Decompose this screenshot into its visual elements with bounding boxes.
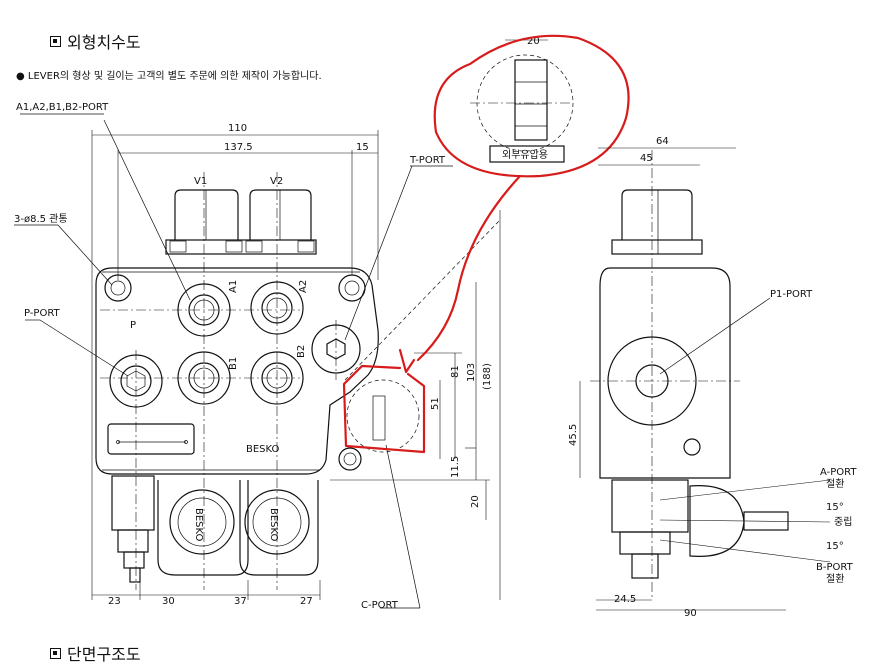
label-t-port: T-PORT bbox=[409, 155, 446, 166]
lever-note: ● LEVER의 형상 및 길이는 고객의 별도 주문에 의한 제작이 가능합니… bbox=[16, 71, 322, 82]
label-a2: A2 bbox=[298, 280, 309, 293]
label-angle-a: 15° bbox=[826, 502, 844, 513]
side-view: P1-PORT A-PORT 절환 15° 중립 15° B-PORT 절환 6… bbox=[568, 136, 857, 619]
label-c-port: C-PORT bbox=[361, 600, 399, 611]
red-arrow-annotation bbox=[398, 348, 416, 374]
dim-37: 37 bbox=[234, 596, 247, 607]
lever-cap-v2 bbox=[249, 189, 312, 240]
mount-hole-2 bbox=[338, 274, 366, 302]
external-drain-box bbox=[489, 145, 565, 163]
red-leader-annotation bbox=[416, 174, 522, 362]
section-title-text: 외형치수도 bbox=[67, 33, 141, 52]
dim-15: 15 bbox=[356, 142, 369, 153]
dim-110: 110 bbox=[228, 123, 247, 134]
section-title: 외형치수도 bbox=[50, 29, 141, 53]
valve-body bbox=[95, 267, 379, 475]
dim-137-5: 137.5 bbox=[224, 142, 253, 153]
brand-logo-spool-1: BESKO bbox=[193, 508, 204, 542]
external-drain-detail: 20 외부유압용 bbox=[470, 36, 574, 163]
port-c-hidden bbox=[346, 379, 420, 453]
nameplate bbox=[107, 423, 195, 455]
label-a1: A1 bbox=[228, 280, 239, 293]
checkbox-square-icon bbox=[50, 647, 61, 659]
dim-11-5: 11.5 bbox=[450, 456, 461, 478]
label-v2: V2 bbox=[270, 176, 283, 187]
dim-90: 90 bbox=[684, 608, 697, 619]
dim-45-5: 45.5 bbox=[568, 424, 579, 446]
label-a-port-state: 절환 bbox=[826, 477, 844, 490]
label-b1: B1 bbox=[228, 357, 239, 370]
brand-logo-spool-2: BESKO bbox=[268, 508, 279, 542]
section-title-bottom-text: 단면구조도 bbox=[67, 645, 141, 664]
spool-cap-2 bbox=[239, 480, 319, 576]
dim-51: 51 bbox=[430, 397, 441, 410]
label-ports-ab: A1,A2,B1,B2-PORT bbox=[16, 102, 109, 113]
label-p-port: P-PORT bbox=[24, 308, 61, 319]
dim-20-top: 20 bbox=[527, 36, 540, 47]
side-lever-cap bbox=[621, 189, 693, 240]
mount-hole-3 bbox=[338, 447, 362, 471]
dim-27: 27 bbox=[300, 596, 313, 607]
dim-64: 64 bbox=[656, 136, 669, 147]
red-markup bbox=[342, 34, 630, 454]
brand-logo-body: BESKO bbox=[246, 444, 280, 455]
dim-45: 45 bbox=[640, 153, 653, 164]
spool-cap-1 bbox=[157, 480, 249, 576]
side-body bbox=[599, 267, 731, 479]
label-b-port-right: B-PORT bbox=[816, 562, 854, 573]
checkbox-square-icon bbox=[50, 35, 61, 47]
dim-23: 23 bbox=[108, 596, 121, 607]
label-b2: B2 bbox=[296, 345, 307, 358]
label-external-drain: 외부유압용 bbox=[502, 148, 548, 161]
front-view: A1,A2,B1,B2-PORT T-PORT 3-ø8.5 관통 P-PORT… bbox=[14, 102, 501, 611]
dim-188: (188) bbox=[482, 363, 493, 390]
label-v1: V1 bbox=[194, 176, 207, 187]
dim-24-5: 24.5 bbox=[614, 594, 636, 605]
label-p1-port: P1-PORT bbox=[770, 289, 813, 300]
dim-30: 30 bbox=[162, 596, 175, 607]
lever-cap-v1 bbox=[174, 189, 239, 240]
dim-103: 103 bbox=[466, 363, 477, 382]
label-p-mark: P bbox=[130, 320, 136, 331]
lever-base bbox=[165, 239, 317, 255]
label-b-port-state: 절환 bbox=[826, 572, 844, 585]
dim-20-side: 20 bbox=[470, 495, 481, 508]
label-angle-b: 15° bbox=[826, 541, 844, 552]
red-box-annotation bbox=[342, 364, 426, 454]
red-circle-annotation bbox=[433, 34, 630, 178]
label-neutral: 중립 bbox=[834, 515, 852, 528]
label-a-port-right: A-PORT bbox=[820, 467, 857, 478]
section-title-bottom: 단면구조도 bbox=[50, 641, 141, 665]
relief-body bbox=[111, 475, 155, 531]
label-holes: 3-ø8.5 관통 bbox=[14, 213, 68, 225]
dim-81: 81 bbox=[450, 365, 461, 378]
